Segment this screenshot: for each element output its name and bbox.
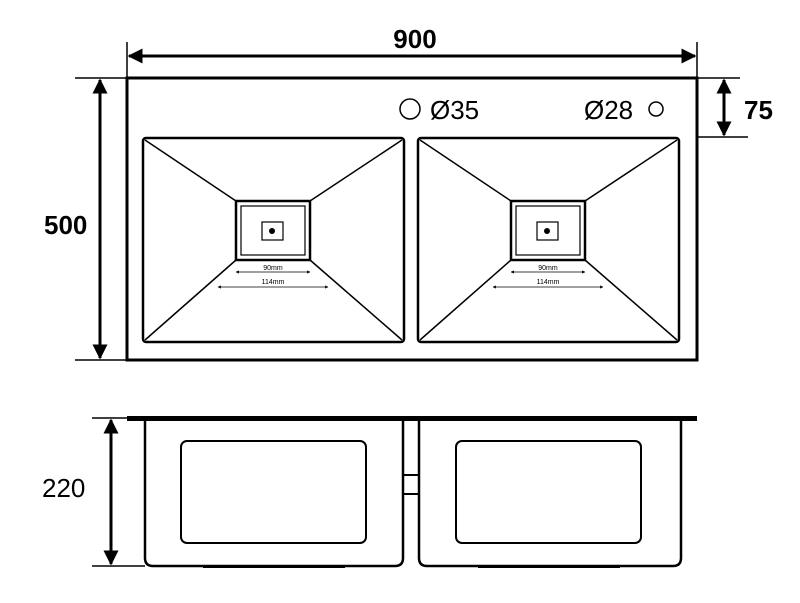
hole-offset-label: 75 <box>744 95 773 125</box>
right-bowl-side-panel <box>455 440 642 544</box>
top-view: 900 500 75 Ø35 Ø28 90mm <box>44 24 773 362</box>
tap-hole-small-label: Ø28 <box>584 95 633 125</box>
tap-hole-large-label: Ø35 <box>430 95 479 125</box>
right-bowl-slope-tr <box>584 139 678 202</box>
tap-hole-large-icon <box>399 98 421 120</box>
right-drain-inner-label: 90mm <box>538 265 558 272</box>
right-drain-hole-icon <box>544 228 550 234</box>
left-drain-outer-label: 114mm <box>262 279 285 286</box>
right-drain-outer-label: 114mm <box>537 279 560 286</box>
height-label: 220 <box>42 473 85 503</box>
right-bowl-outline <box>416 136 681 344</box>
side-rim <box>127 416 697 421</box>
left-bowl-slope-bl <box>144 259 237 341</box>
right-bowl-slope-tl <box>419 139 512 202</box>
left-drain-outer <box>234 199 312 262</box>
left-drain-plug <box>261 221 284 241</box>
right-bowl-slope-br <box>584 259 678 341</box>
side-view: 220 <box>42 416 697 568</box>
right-bowl-slope-bl <box>419 259 512 341</box>
left-bowl-top: 90mm 114mm <box>141 136 406 344</box>
left-bowl-slope-tr <box>309 139 403 202</box>
top-plate-outline <box>125 76 699 362</box>
right-bowl-top: 90mm 114mm <box>416 136 681 344</box>
left-bowl-slope-br <box>309 259 403 341</box>
right-drain-inner <box>515 205 581 256</box>
width-label: 900 <box>393 24 436 54</box>
left-drain-inner <box>240 205 306 256</box>
left-bowl-slope-tl <box>144 139 237 202</box>
tap-hole-small-icon <box>648 101 664 117</box>
depth-label: 500 <box>44 210 87 240</box>
left-bowl-outline <box>141 136 406 344</box>
left-drain-inner-label: 90mm <box>263 265 283 272</box>
right-drain-plug <box>536 221 559 241</box>
right-drain-outer <box>509 199 587 262</box>
left-bowl-side-panel <box>180 440 367 544</box>
bowl-connector <box>402 474 420 495</box>
left-drain-hole-icon <box>269 228 275 234</box>
